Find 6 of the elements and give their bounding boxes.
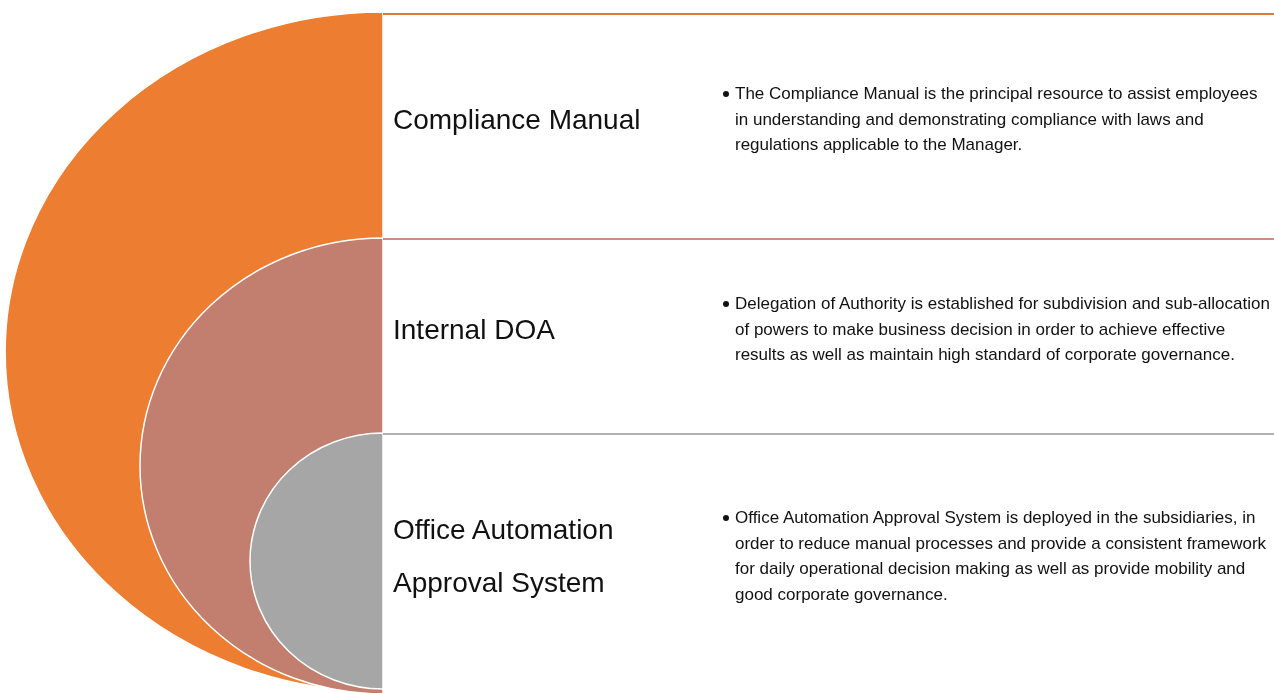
section-heading: Internal DOA xyxy=(393,313,556,347)
bullet-text: The Compliance Manual is the principal resource to assist employees in understanding and demonstrating compliance with laws and regulations applicable to the Manager. xyxy=(723,81,1270,158)
bullet-text: Delegation of Authority is established for subdivision and sub-allocation of powers to make business decision in order to achieve effective results as well as maintain high standard of corporate governance. xyxy=(723,291,1270,368)
section-heading: Compliance Manual xyxy=(393,103,642,137)
bullet-text: Office Automation Approval System is deployed in the subsidiaries, in order to reduce manual processes and provide a consistent framework for daily operational decision making as well as provide mobility and good corporate governance. xyxy=(723,505,1270,607)
section-heading: Office Automation Approval System xyxy=(393,513,615,601)
